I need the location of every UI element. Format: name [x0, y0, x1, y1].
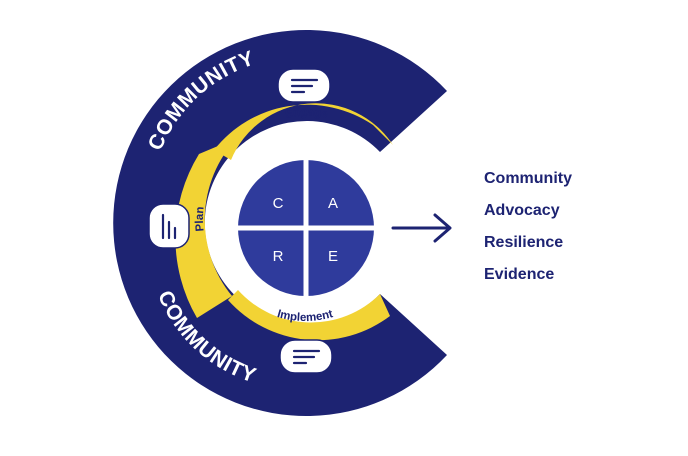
- bar-chart-icon: [148, 203, 190, 249]
- care-circle: C A R E: [238, 160, 374, 296]
- acronym-list: Community Advocacy Resilience Evidence: [484, 166, 572, 294]
- acronym-item-evidence: Evidence: [484, 266, 555, 283]
- plan-label: Plan: [194, 206, 207, 232]
- care-letter-e: E: [328, 248, 338, 265]
- implement-label: Implement: [276, 308, 335, 324]
- document-lines-icon: [279, 339, 333, 374]
- care-letter-c: C: [273, 195, 284, 212]
- plan-segment: [175, 138, 237, 318]
- acronym-item-advocacy: Advocacy: [484, 202, 560, 219]
- care-letter-r: R: [273, 248, 284, 265]
- engage-segment: [214, 103, 393, 160]
- acronym-item-resilience: Resilience: [484, 234, 564, 251]
- care-letter-a: A: [328, 195, 338, 212]
- engage-label: Engage: [284, 107, 329, 121]
- acronym-item-community: Community: [484, 170, 572, 187]
- document-lines-icon: [277, 68, 331, 103]
- arrow-right-icon: [391, 213, 452, 243]
- implement-segment: [228, 290, 390, 341]
